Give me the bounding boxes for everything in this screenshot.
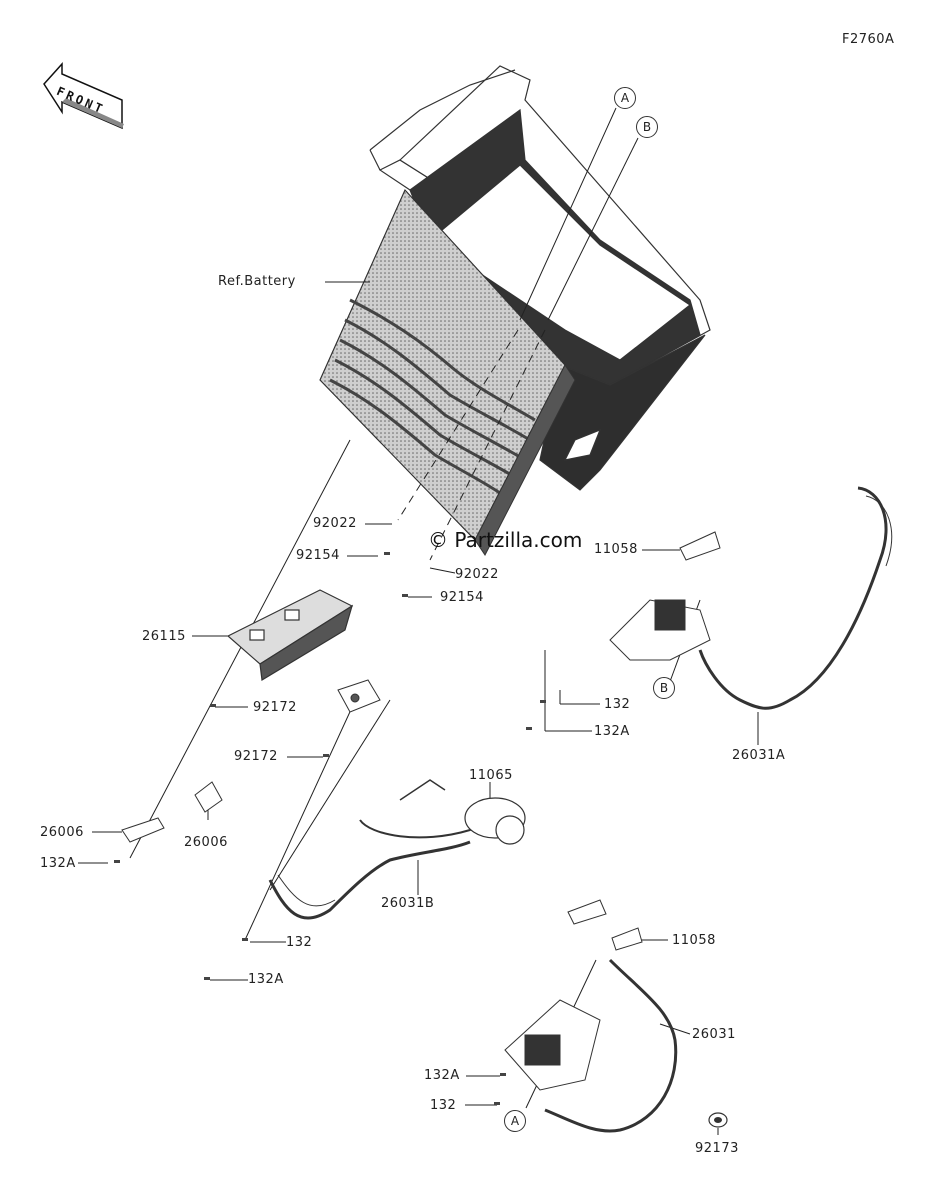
part-label-92172: 92172 [253, 700, 297, 715]
watermark: © Partzilla.com [428, 528, 583, 552]
clip-92172 [337, 679, 381, 713]
part-label-11058: 11058 [672, 933, 716, 948]
callout-a-bottom: A [504, 1110, 526, 1132]
battery [319, 189, 576, 556]
part-label-26031b: 26031B [381, 896, 435, 911]
part-label-92022: 92022 [313, 516, 357, 531]
part-label-92172: 92172 [234, 749, 278, 764]
part-label-26006: 26006 [184, 835, 228, 850]
grommet-92173 [708, 1112, 728, 1128]
part-label-132a: 132A [424, 1068, 460, 1083]
part-label-11058: 11058 [594, 542, 638, 557]
part-label-132: 132 [604, 697, 631, 712]
figure-code: F2760A [842, 32, 895, 47]
part-label-26115: 26115 [142, 629, 186, 644]
part-label-132a: 132A [594, 724, 630, 739]
callout-a-top: A [614, 87, 636, 109]
part-label-92022: 92022 [455, 567, 499, 582]
terminal-26006 [121, 781, 223, 843]
cable-26031 [504, 958, 678, 1133]
part-label-92154: 92154 [440, 590, 484, 605]
part-label-ref-battery: Ref.Battery [218, 274, 296, 289]
part-label-92173: 92173 [695, 1141, 739, 1156]
bracket-26115 [226, 589, 354, 681]
bolts [114, 552, 546, 1105]
callout-b-top: B [636, 116, 658, 138]
front-arrow-icon [43, 62, 124, 130]
part-label-26006: 26006 [40, 825, 84, 840]
part-label-92154: 92154 [296, 548, 340, 563]
part-label-132: 132 [286, 935, 313, 950]
part-label-132a: 132A [40, 856, 76, 871]
cable-26031B [268, 779, 526, 920]
cap-11058 [567, 531, 721, 951]
part-label-132: 132 [430, 1098, 457, 1113]
callout-b-mid: B [653, 677, 675, 699]
battery-case [369, 65, 711, 491]
part-label-132a: 132A [248, 972, 284, 987]
cable-26031A [609, 486, 893, 710]
part-label-26031a: 26031A [732, 748, 786, 763]
part-label-26031: 26031 [692, 1027, 736, 1042]
part-label-11065: 11065 [469, 768, 513, 783]
